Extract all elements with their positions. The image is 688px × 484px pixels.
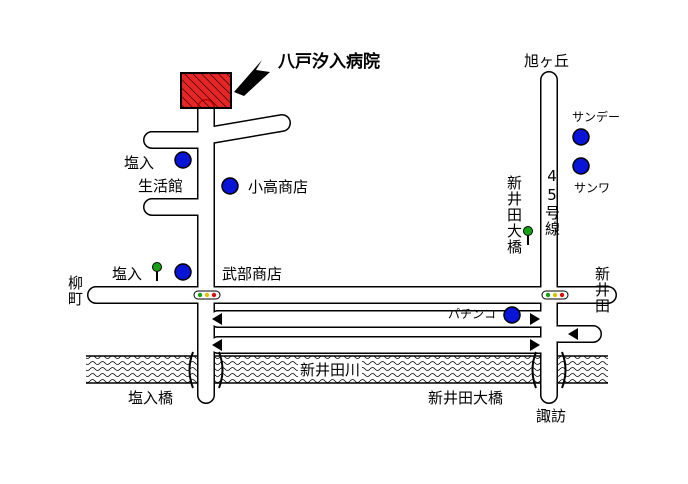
bridge-label-west: 塩入橋 xyxy=(128,389,174,407)
blue-dot-icon xyxy=(174,263,192,281)
label-buben: 武部商店 xyxy=(222,265,283,283)
blue-dot-icon xyxy=(503,306,521,324)
hospital-title: 八戸汐入病院 xyxy=(278,52,380,72)
label-shioiri: 塩入 xyxy=(124,154,155,172)
north-label: 旭ヶ丘 xyxy=(524,52,570,70)
label-pachinko: パチンコ xyxy=(448,307,497,321)
blue-dot-icon xyxy=(221,177,239,195)
label-niida-ohashi-vert: 新井田大橋 xyxy=(505,175,523,255)
label-niida: 新井田 xyxy=(593,266,611,314)
blue-dot-icon xyxy=(572,157,590,175)
label-seikatsukan: 生活館 xyxy=(138,177,184,195)
label-suwa: 諏訪 xyxy=(536,407,567,425)
label-kotaka: 小高商店 xyxy=(248,178,309,196)
pointer-arrow-icon xyxy=(234,60,270,96)
blue-dot-icon xyxy=(174,151,192,169)
traffic-signal-icon xyxy=(541,290,569,300)
label-sanwa: サンワ xyxy=(574,181,611,195)
lane-arrows xyxy=(212,313,578,351)
blue-dot-icon xyxy=(572,128,590,146)
route-label: 45号線 xyxy=(543,167,561,237)
bus-stop-tree-icon xyxy=(152,262,162,281)
roads xyxy=(87,71,617,404)
label-sunday: サンデー xyxy=(572,110,621,124)
shop-markers xyxy=(174,128,590,324)
river-label: 新井田川 xyxy=(298,361,363,379)
bridge-marks xyxy=(188,351,567,389)
bus-stop-tree-icon xyxy=(523,226,533,245)
label-shioiri-bus: 塩入 xyxy=(112,265,143,283)
label-yanagimachi: 柳町 xyxy=(66,275,84,307)
traffic-signal-icon xyxy=(193,290,221,300)
bridge-label-east: 新井田大橋 xyxy=(428,389,504,407)
